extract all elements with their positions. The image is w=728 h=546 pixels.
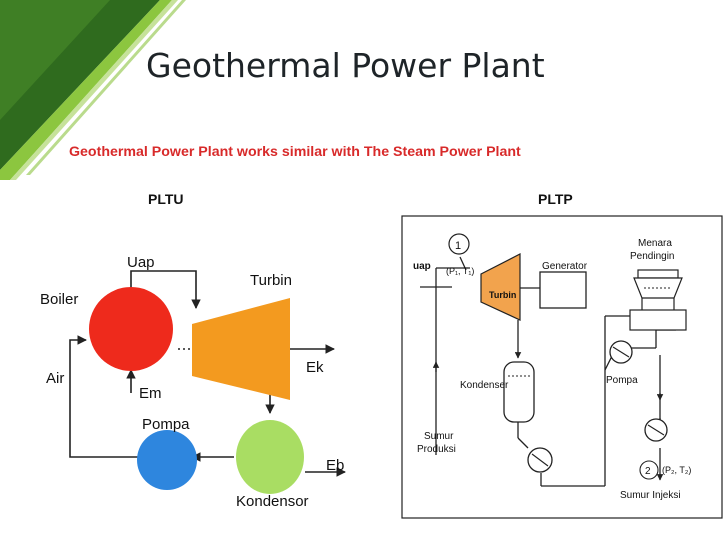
pltp-pump-1-stroke [531,453,549,467]
pltu-label-turbin: Turbin [250,272,292,289]
pltp-state-1-params: (P₁, T₁) [446,266,474,276]
pltp-menara-pendingin [629,269,687,331]
pltp-pump-2-stroke [612,346,630,358]
pltp-label-turbin: Turbin [489,290,516,300]
pltp-label-sumur-produksi-1: Sumur [424,431,454,442]
pltp-state-2-number: 2 [645,466,651,477]
pltp-turbin [480,253,521,321]
pltp-label-menara: Menara [638,238,672,249]
pltu-label-boiler: Boiler [40,291,78,308]
pltp-pump-3-stroke [647,424,665,436]
pltp-generator [539,271,587,309]
pltu-kondensor [236,420,304,494]
pltp-label-sumur-injeksi: Sumur Injeksi [620,490,681,501]
pltu-pompa [137,430,197,490]
slide-corner-decoration [0,0,186,180]
pltu-label-uap: Uap [127,254,155,271]
pltu-label-air: Air [46,370,64,387]
pltp-label-generator: Generator [542,261,588,272]
pltp-label-sumur-produksi-2: Produksi [417,444,456,455]
pltp-label-uap: uap [413,261,431,272]
pltp-diagram: PLTP [401,191,723,519]
pltp-label-pendingin: Pendingin [630,251,674,262]
pltu-boiler [89,287,173,371]
pltu-turbine [192,298,290,400]
slide-title: Geothermal Power Plant [146,46,545,85]
pltp-heading: PLTP [538,191,573,207]
pltp-frame [401,215,723,519]
pltp-label-pompa: Pompa [606,375,638,386]
pltp-state-2-marker [639,460,659,480]
pltu-label-pompa: Pompa [142,416,190,433]
pltp-state-1-marker [448,233,470,255]
pltp-state-1-number: 1 [455,240,461,252]
pltp-state-2-params: (P₂, T₂) [662,465,691,475]
pltu-label-ek: Ek [306,359,324,376]
pltu-label-em: Em [139,385,162,402]
pltu-label-eb: Eb [326,457,344,474]
pltu-label-kondensor: Kondensor [236,493,309,510]
pltu-flow-lines [69,270,346,477]
pltu-heading: PLTU [148,191,184,207]
pltu-diagram: PLTU Uap Boiler Turbin Ek Air Em Pompa E… [40,191,346,510]
pltp-label-kondenser: Kondenser [460,380,509,391]
slide-subtitle: Geothermal Power Plant works similar wit… [69,144,521,160]
pltp-kondenser [503,361,535,423]
